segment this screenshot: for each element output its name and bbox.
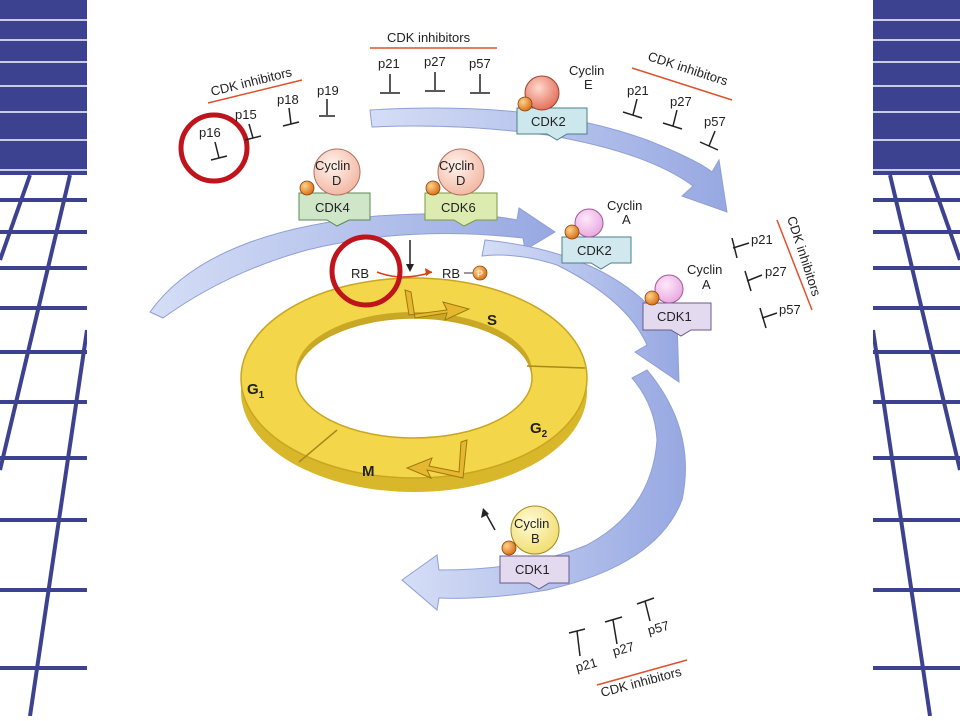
inhibitor-group-g1-late: CDK inhibitors p21 p27 p57 [370,30,497,94]
phosphate-icon [501,540,517,556]
s-checkpoint-arrow [404,289,471,321]
cyclin-b-icon [510,505,560,555]
cyclin-label: Cyclin [514,516,549,531]
phosphate-label: P [477,269,483,279]
cyclin-label: Cyclin [439,158,474,173]
left-grid-decoration [0,0,87,716]
m-checkpoint-arrow [405,439,468,479]
right-grid-decoration [873,0,960,716]
cyclin-label: Cyclin [315,158,350,173]
inhibitor-label: p57 [646,618,671,638]
inhibitor-group-mitosis: CDK inhibitors p21 p27 p57 [568,597,688,700]
phosphate-icon [299,180,315,196]
inhibitor-group-s-entry: CDK inhibitors p21 p27 p57 [622,49,733,151]
s-phase-label: S [487,312,497,329]
g1-arrow [149,207,556,319]
inhibitor-label: p57 [704,114,726,129]
g1-phase-label: G1 [247,381,265,401]
cyclin-label: Cyclin [607,198,642,213]
cyclin-a-icon [654,274,684,304]
inhibitor-label: p57 [779,302,801,317]
g2-phase-label: G2 [530,420,548,440]
g2-m-arrow [401,369,686,611]
inhibitor-title: CDK inhibitors [646,49,730,89]
inhibition-marks [731,237,778,329]
p16-highlight-circle [178,112,250,184]
inhibition-marks [380,72,490,94]
cdk-label: CDK2 [531,114,566,129]
cyclin-letter: D [456,173,465,188]
complex-cyclin-a-cdk1: CDK1 Cyclin A [642,262,722,337]
phosphate-icon [644,290,660,306]
cyclin-label: Cyclin [687,262,722,277]
rb-phospho-label: RB [442,266,460,281]
inhibition-marks [210,99,335,161]
complex-cyclin-b-cdk1: CDK1 Cyclin B [481,505,570,590]
cyclin-letter: D [332,173,341,188]
diagram-panel: G1 S G2 M RB RB P CDK inhibitors p16 p15… [87,0,873,716]
cyclin-d-icon [313,148,361,196]
rb-highlight-circle [329,234,403,308]
inhibitor-label: p57 [469,56,491,71]
cyclin-a-icon [574,208,604,238]
inhibitor-label: p27 [611,639,636,659]
complex-cyclin-e-cdk2: CDK2 Cyclin E [516,63,604,141]
inhibition-marks [568,597,655,657]
cyclin-e-icon [524,75,560,111]
cdk-label: CDK4 [315,200,350,215]
inhibitor-label: p27 [765,264,787,279]
phosphate-icon [564,224,580,240]
inhibitor-label: p27 [670,94,692,109]
m-phase-label: M [362,463,375,480]
inhibitor-group-g1-early: CDK inhibitors p16 p15 p18 p19 [199,64,339,161]
cell-cycle-ring: G1 S G2 M [240,277,588,492]
cyclin-label: Cyclin [569,63,604,78]
cell-cycle-diagram: G1 S G2 M RB RB P CDK inhibitors p16 p15… [149,30,824,700]
phosphate-icon [517,96,533,112]
cyclin-d-icon [437,148,485,196]
rb-label: RB [351,266,369,281]
inhibitor-group-s-phase: CDK inhibitors p21 p27 p57 [731,214,824,329]
cyclin-letter: A [702,277,711,292]
inhibitor-title: CDK inhibitors [387,30,471,45]
inhibitor-label: p21 [574,655,599,675]
complex-cyclin-d-cdk4: CDK4 Cyclin D [298,148,371,227]
inhibitor-label: p15 [235,107,257,122]
phosphate-icon [472,265,488,281]
cdk-label: CDK2 [577,243,612,258]
inhibitor-label: p21 [378,56,400,71]
cyclin-letter: E [584,77,593,92]
cdk-label: CDK1 [515,562,550,577]
inhibitor-label: p21 [627,83,649,98]
rb-phosphorylation: RB RB P [351,240,488,281]
inhibitor-title: CDK inhibitors [599,664,684,700]
inhibitor-title: CDK inhibitors [784,214,824,298]
phosphate-icon [425,180,441,196]
inhibitor-label: p21 [751,232,773,247]
inhibitor-label: p27 [424,54,446,69]
inhibitor-label: p19 [317,83,339,98]
s-arrow [481,239,680,383]
inhibitor-label: p18 [277,92,299,107]
inhibition-marks [622,98,719,151]
cdk-label: CDK6 [441,200,476,215]
complex-cyclin-a-cdk2: CDK2 Cyclin A [561,198,642,270]
cdk-label: CDK1 [657,309,692,324]
inhibitor-label: p16 [199,125,221,140]
cyclin-letter: A [622,212,631,227]
cyclin-letter: B [531,531,540,546]
complex-cyclin-d-cdk6: CDK6 Cyclin D [424,148,498,227]
